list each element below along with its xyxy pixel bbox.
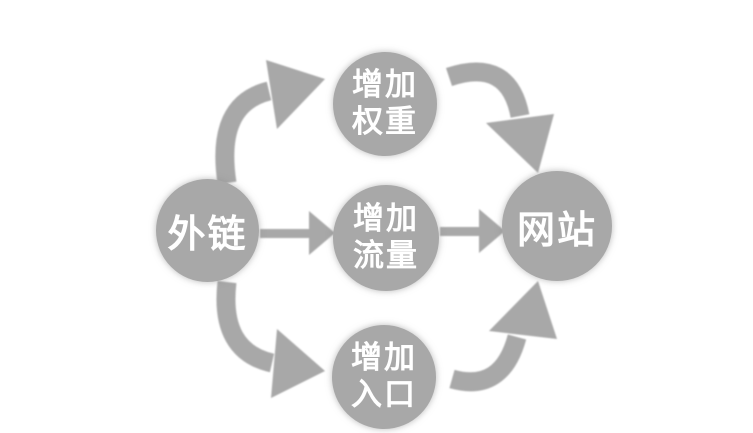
arrow-source-to-traffic-icon [260,211,335,255]
node-increase-traffic-line1: 增加 [353,201,419,237]
node-target-label: 网站 [516,209,597,252]
arrow-source-to-weight-icon [215,60,325,185]
arrow-source-to-entry-icon [216,280,325,398]
node-increase-traffic: 增加 流量 [333,185,439,291]
arrow-weight-to-target-icon [446,62,554,173]
node-increase-traffic-line2: 流量 [353,238,419,273]
node-increase-entry: 增加 入口 [332,325,436,429]
node-source: 外链 [156,179,259,282]
node-increase-entry-line1: 增加 [351,340,417,376]
node-source-label: 外链 [167,214,248,256]
node-increase-entry-line2: 入口 [351,377,417,412]
node-increase-weight-line2: 权重 [352,104,418,139]
node-target: 网站 [502,171,612,281]
arrow-entry-to-target-icon [449,281,557,392]
arrow-traffic-to-target-icon [440,209,505,253]
node-increase-weight-line1: 增加 [352,67,418,103]
node-increase-weight: 增加 权重 [333,52,437,156]
